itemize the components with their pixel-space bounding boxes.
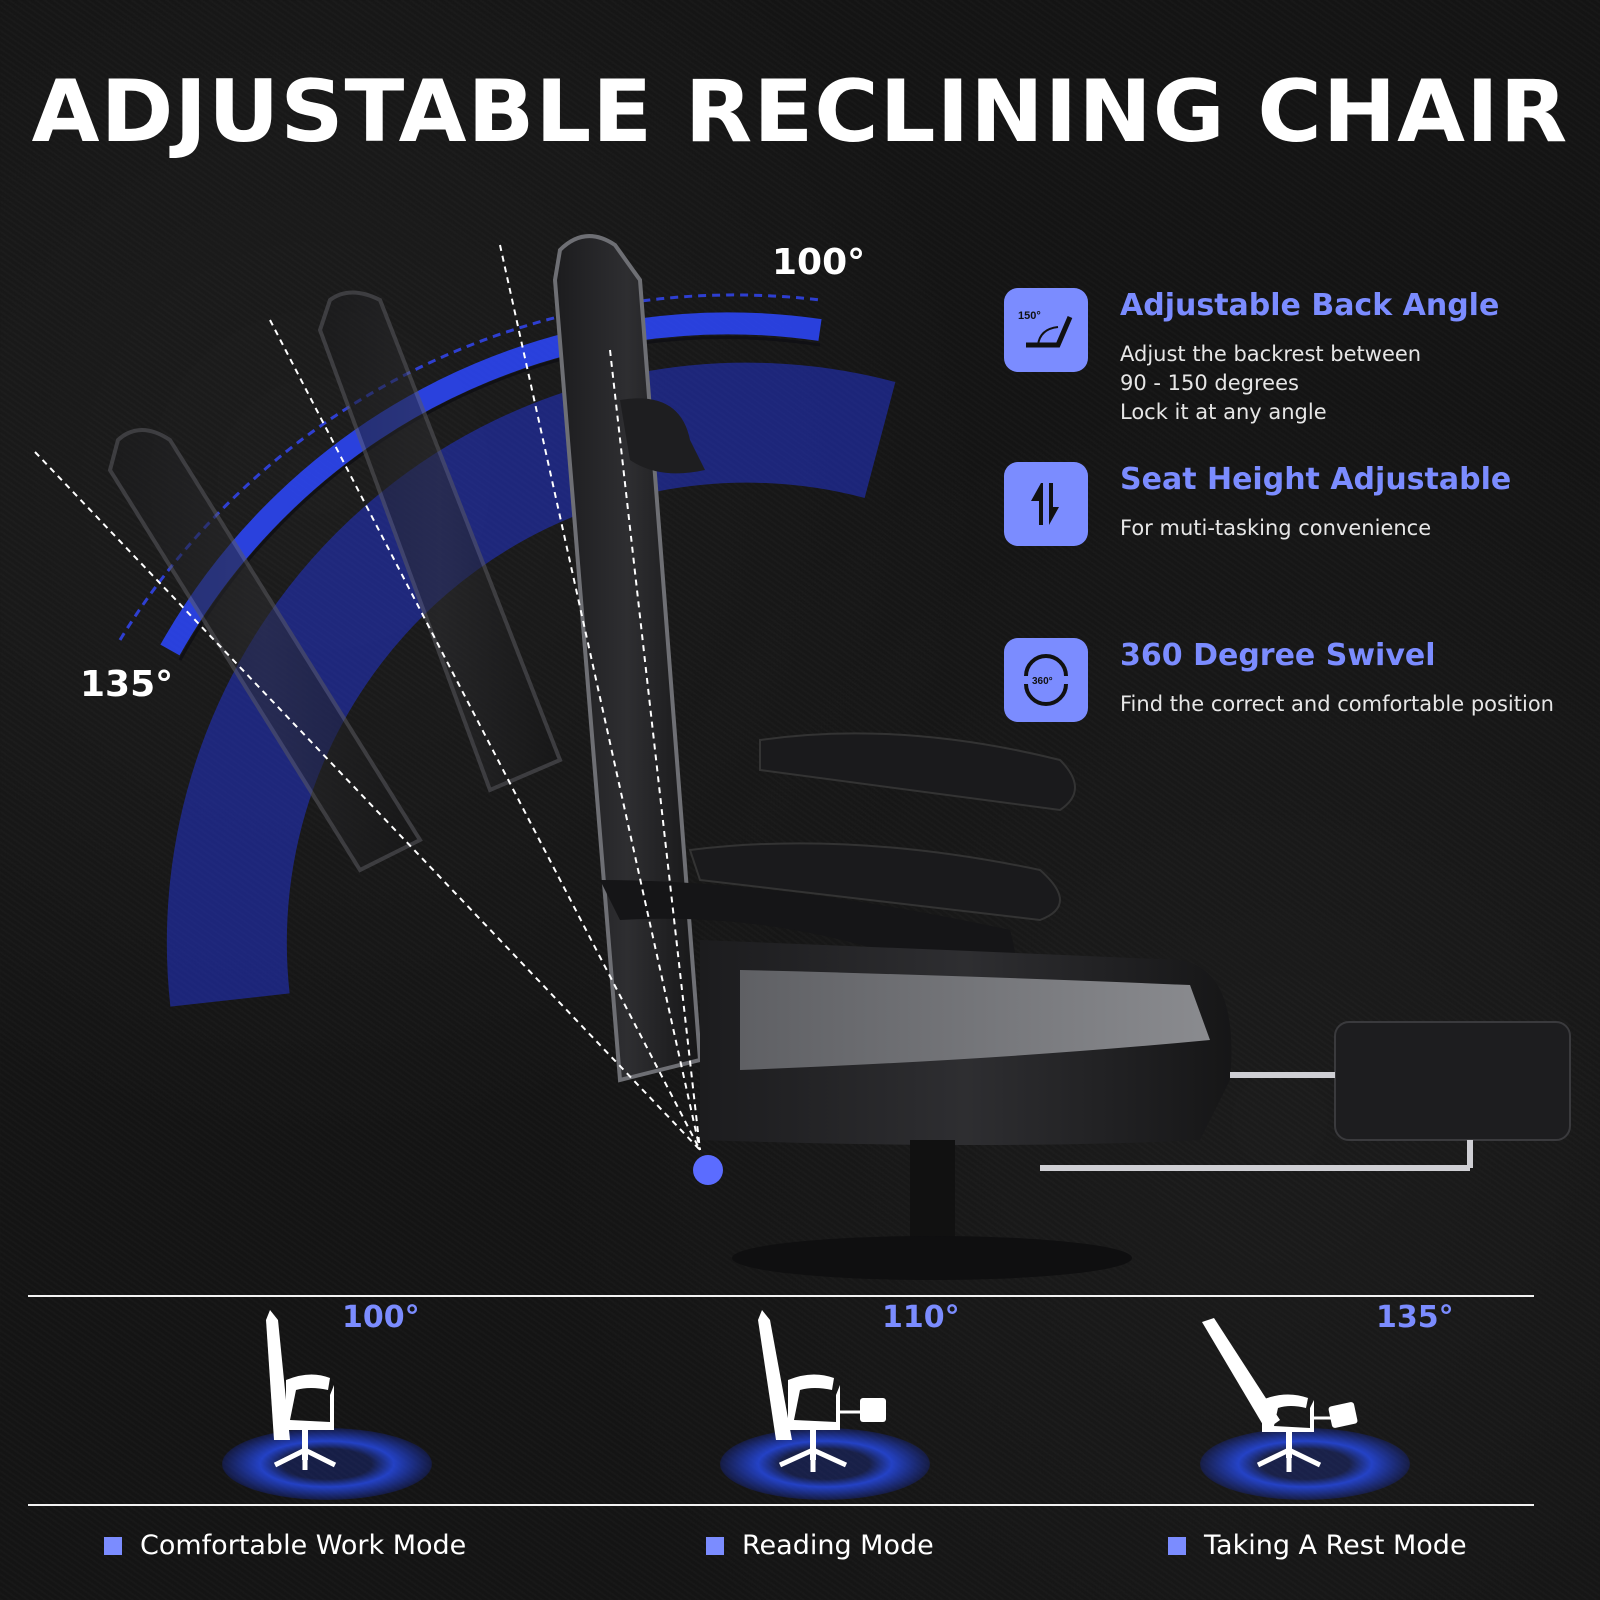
- height-adjust-arrows-icon: [1004, 462, 1088, 546]
- square-bullet-icon: [104, 1536, 122, 1555]
- feature-description: Find the correct and comfortable positio…: [1120, 692, 1554, 716]
- svg-text:360°: 360°: [1032, 676, 1053, 687]
- floor-glow: [720, 1428, 930, 1500]
- mode-label-work: Comfortable Work Mode: [104, 1530, 466, 1561]
- floor-glow: [1200, 1428, 1410, 1500]
- svg-text:150°: 150°: [1018, 310, 1041, 322]
- feature-description: Adjust the backrest between 90 - 150 deg…: [1120, 342, 1422, 424]
- feature-title: Seat Height Adjustable: [1120, 462, 1512, 497]
- swivel-360-icon: 360°: [1004, 638, 1088, 722]
- reclining-chair-graphic: [34, 234, 1571, 1280]
- angle-label-left: 135°: [80, 664, 174, 705]
- reading-chair-silhouette-icon: [758, 1310, 886, 1472]
- mode-label-reading: Reading Mode: [706, 1530, 934, 1561]
- mode-rest: 135°: [1140, 1280, 1600, 1500]
- feature-description: For muti-tasking convenience: [1120, 516, 1432, 540]
- backrest-angle-icon: 150°: [1004, 288, 1088, 372]
- pivot-point-icon: [693, 1155, 723, 1185]
- upright-chair-silhouette-icon: [266, 1310, 337, 1470]
- square-bullet-icon: [706, 1536, 724, 1555]
- feature-title: Adjustable Back Angle: [1120, 288, 1500, 323]
- mode-label-rest: Taking A Rest Mode: [1168, 1530, 1467, 1561]
- divider-top: [28, 1295, 1534, 1297]
- feature-title: 360 Degree Swivel: [1120, 638, 1436, 673]
- mode-angle: 110°: [882, 1300, 960, 1335]
- mode-reading: 110°: [650, 1280, 1150, 1500]
- reclined-chair-silhouette-icon: [1202, 1318, 1358, 1472]
- page-title: ADJUSTABLE RECLINING CHAIR: [31, 62, 1569, 162]
- mode-angle: 100°: [342, 1300, 420, 1335]
- square-bullet-icon: [1168, 1536, 1186, 1555]
- hero-chair-illustration: [0, 220, 1600, 1280]
- mode-work: 100°: [110, 1280, 610, 1500]
- angle-label-top: 100°: [772, 242, 866, 283]
- floor-glow: [222, 1428, 432, 1500]
- mode-angle: 135°: [1376, 1300, 1454, 1335]
- divider-bottom: [28, 1504, 1534, 1506]
